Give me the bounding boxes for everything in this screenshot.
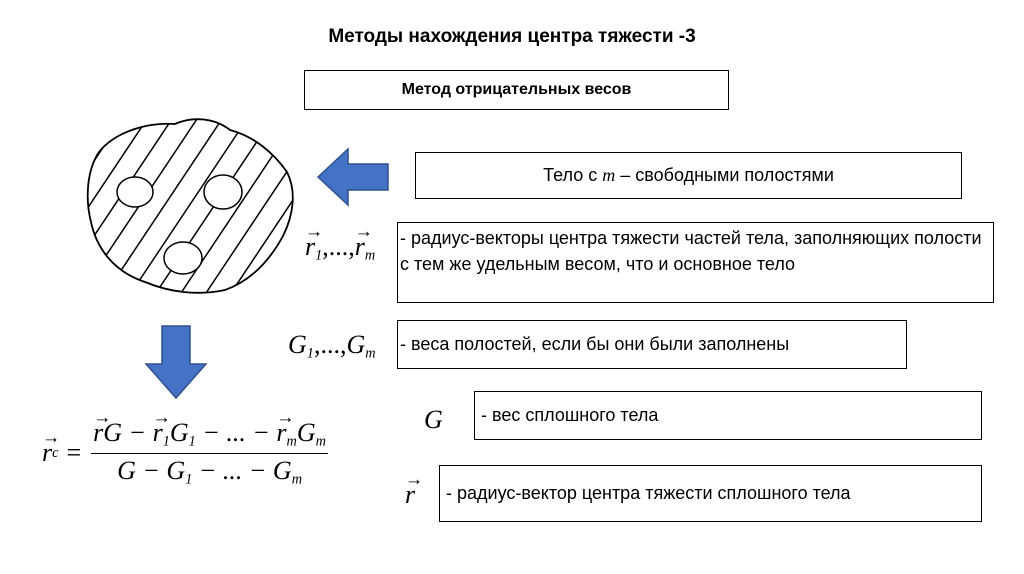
body-suffix: – свободными полостями — [620, 165, 834, 185]
cavity-2 — [203, 174, 243, 210]
method-box: Метод отрицательных весов — [304, 70, 729, 110]
r-vector: r — [405, 469, 415, 510]
left-arrow-icon — [316, 147, 389, 207]
solid-weight-box: - вес сплошного тела — [474, 391, 982, 440]
formula-numerator: rG − r1G1 − ... − rmGm — [91, 407, 328, 454]
G-symbol: G — [424, 405, 443, 434]
rc-vector: r — [42, 427, 52, 468]
radius-vectors-box: - радиус-векторы центра тяжести частей т… — [397, 222, 994, 303]
r-symbol: r — [405, 469, 415, 510]
weights-symbol: G1,...,Gm — [288, 330, 376, 362]
weights-label: - веса полостей, если бы они были заполн… — [400, 334, 790, 354]
method-label: Метод отрицательных весов — [401, 81, 632, 98]
center-of-gravity-formula: rc = rG − r1G1 − ... − rmGm G − G1 − ...… — [42, 407, 328, 488]
weights-box: - веса полостей, если бы они были заполн… — [397, 320, 907, 369]
body-var-m: m — [602, 165, 616, 185]
down-arrow-icon — [144, 325, 208, 400]
cavity-1 — [116, 176, 154, 208]
body-description-box: Тело с m – свободными полостями — [415, 152, 962, 199]
solid-weight-label: - вес сплошного тела — [481, 405, 659, 425]
body-prefix: Тело с — [543, 165, 598, 185]
rm-vector: r — [355, 221, 365, 262]
r1-vector: r — [305, 221, 315, 262]
body-with-cavities-figure — [86, 118, 294, 294]
radius-vectors-label: - радиус-векторы центра тяжести частей т… — [400, 228, 982, 274]
solid-radius-label: - радиус-вектор центра тяжести сплошного… — [446, 483, 851, 503]
formula-denominator: G − G1 − ... − Gm — [117, 455, 303, 487]
body-outline — [86, 118, 294, 294]
cavity-3 — [163, 241, 203, 275]
solid-radius-box: - радиус-вектор центра тяжести сплошного… — [439, 465, 982, 522]
radius-vectors-symbol: r1,...,rm — [305, 221, 375, 264]
page-title: Методы нахождения центра тяжести -3 — [328, 26, 696, 47]
